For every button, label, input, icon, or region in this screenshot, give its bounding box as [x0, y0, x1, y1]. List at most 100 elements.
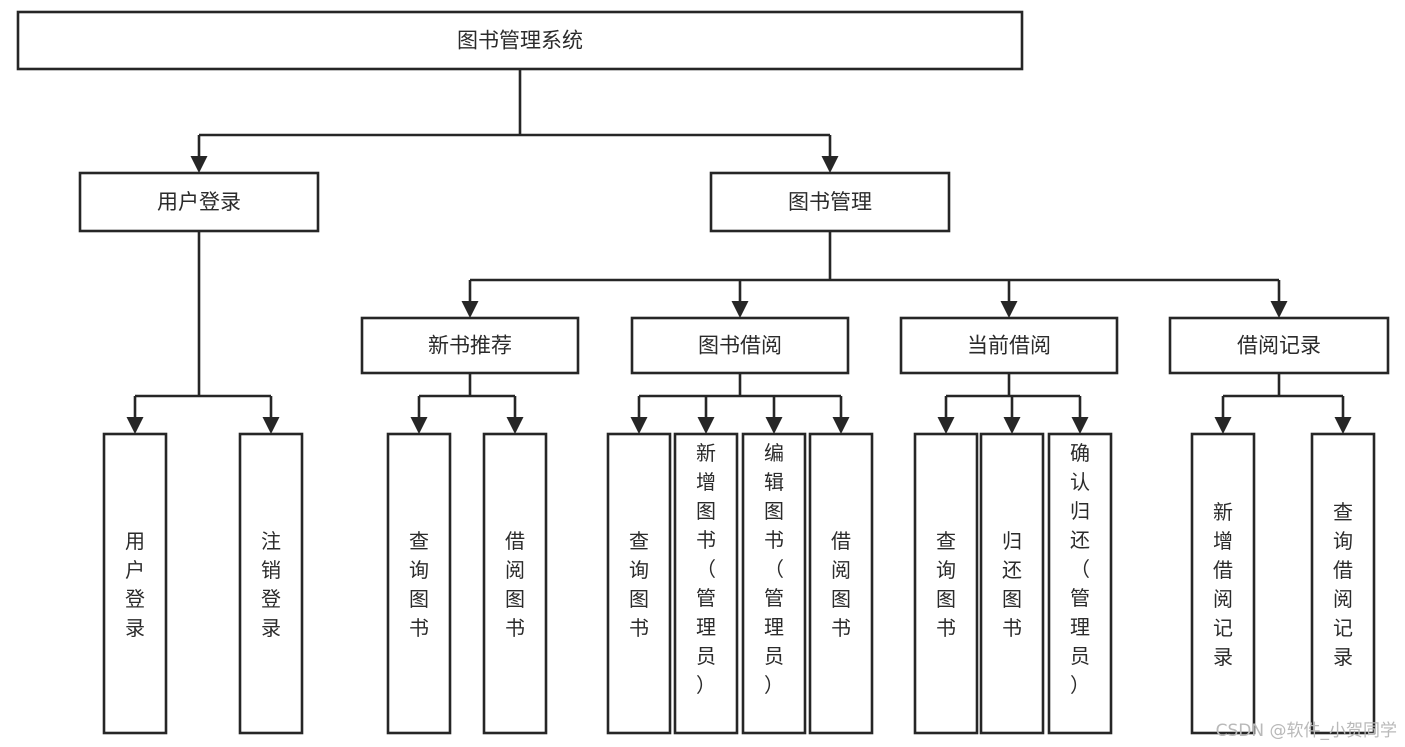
node-book-management-label: 图书管理 [788, 190, 872, 214]
node-leaf-user-logout-label-char: 注 [261, 529, 281, 553]
node-user-login-label: 用户登录 [157, 190, 241, 214]
node-leaf-edit-book-label-char: 辑 [764, 470, 784, 494]
node-user-login-box [78, 171, 320, 233]
node-leaf-add-borrow-record-label-char: 借 [1213, 558, 1233, 582]
node-leaf-query-book-recommend-label-char: 查 [409, 529, 429, 553]
node-book-management-box [709, 171, 951, 233]
node-leaf-edit-book-label-char: 管 [764, 586, 784, 610]
arrow-head-icon [731, 301, 749, 318]
node-leaf-query-borrow-record-label-char: 借 [1333, 558, 1353, 582]
node-leaf-query-book-borrow-label-char: 查 [629, 529, 649, 553]
node-new-book-recommend[interactable]: 新书推荐 [360, 316, 580, 375]
node-leaf-query-borrow-record-label-char: 记 [1333, 616, 1353, 640]
node-leaf-user-login[interactable]: 用户登录 [102, 432, 168, 735]
node-leaf-confirm-return-label-char: ） [1070, 673, 1090, 697]
node-leaf-edit-book-label-char: ） [764, 673, 784, 697]
node-new-book-recommend-box [360, 316, 580, 375]
node-leaf-query-book-recommend-label-char: 书 [409, 616, 429, 640]
node-book-management[interactable]: 图书管理 [709, 171, 951, 233]
node-leaf-confirm-return-label-char: 归 [1070, 499, 1090, 523]
node-leaf-user-login-label-char: 登 [125, 587, 145, 611]
node-root[interactable]: 图书管理系统 [16, 10, 1024, 71]
node-leaf-query-borrow-record-box [1310, 432, 1376, 735]
node-leaf-edit-book-label-char: 图 [764, 499, 784, 523]
node-leaf-borrow-book-label-char: 借 [831, 529, 851, 553]
node-leaf-confirm-return-label-char: 员 [1070, 644, 1090, 668]
node-book-borrow[interactable]: 图书借阅 [630, 316, 850, 375]
node-leaf-add-borrow-record-label-char: 记 [1213, 616, 1233, 640]
csdn-watermark: CSDN @软件_小贺同学 [1215, 721, 1397, 741]
connector-layer [126, 69, 1352, 434]
node-leaf-query-book-borrow-label-char: 询 [629, 558, 649, 582]
node-leaf-borrow-book-label-char: 图 [831, 587, 851, 611]
node-current-borrow[interactable]: 当前借阅 [899, 316, 1119, 375]
node-leaf-add-borrow-record-label-char: 新 [1213, 500, 1233, 524]
user-login-to-leaves-connector [126, 231, 280, 434]
node-leaf-confirm-return-label-char: 理 [1070, 615, 1090, 639]
node-leaf-add-book-label-char: （ [696, 557, 716, 581]
node-leaf-user-logout-label-char: 销 [261, 558, 281, 582]
node-leaf-return-book-label-char: 归 [1002, 529, 1022, 553]
node-leaf-edit-book-label-char: 理 [764, 615, 784, 639]
node-borrow-records[interactable]: 借阅记录 [1168, 316, 1390, 375]
node-new-book-recommend-label: 新书推荐 [428, 334, 512, 358]
new-book-recommend-to-leaves-connector [410, 373, 524, 434]
current-borrow-to-leaves-connector [937, 373, 1089, 434]
node-leaf-add-book-label-char: 管 [696, 586, 716, 610]
arrow-head-icon [262, 417, 280, 434]
node-leaf-add-borrow-record-label-char: 增 [1213, 529, 1233, 553]
node-leaf-query-book-current-label-char: 询 [936, 558, 956, 582]
arrow-head-icon [410, 417, 428, 434]
node-leaf-borrow-book-box [808, 432, 874, 735]
arrow-head-icon [1000, 301, 1018, 318]
node-leaf-borrow-book-recommend-box [482, 432, 548, 735]
node-leaf-user-login-label-char: 用 [125, 529, 145, 553]
node-leaf-query-book-recommend-box [386, 432, 452, 735]
node-leaf-query-book-current-label-char: 图 [936, 587, 956, 611]
node-book-borrow-box [630, 316, 850, 375]
arrow-head-icon [1270, 301, 1288, 318]
node-leaf-user-logout-box [238, 432, 304, 735]
node-leaf-query-book-current-box [913, 432, 979, 735]
node-leaf-query-book-borrow-label-char: 图 [629, 587, 649, 611]
node-leaf-query-book-current-label-char: 书 [936, 616, 956, 640]
node-leaf-add-book-label-char: 员 [696, 644, 716, 668]
node-leaf-add-book-label-char: ） [696, 673, 716, 697]
node-leaf-return-book-label-char: 还 [1002, 558, 1022, 582]
node-leaf-add-book-label-char: 增 [696, 470, 716, 494]
node-leaf-add-book-label-char: 书 [696, 528, 716, 552]
node-leaf-query-book-recommend-label-char: 询 [409, 558, 429, 582]
arrow-head-icon [190, 156, 208, 173]
node-leaf-borrow-book-label-char: 书 [831, 616, 851, 640]
node-borrow-records-label: 借阅记录 [1237, 334, 1321, 358]
node-leaf-return-book-label-char: 图 [1002, 587, 1022, 611]
node-leaf-add-borrow-record-box [1190, 432, 1256, 735]
arrow-head-icon [1003, 417, 1021, 434]
node-user-login[interactable]: 用户登录 [78, 171, 320, 233]
node-leaf-edit-book-label-char: 书 [764, 528, 784, 552]
arrow-head-icon [821, 156, 839, 173]
node-leaf-confirm-return-label-char: （ [1070, 557, 1090, 581]
arrow-head-icon [697, 417, 715, 434]
node-leaf-user-login-box [102, 432, 168, 735]
node-leaf-query-borrow-record-label-char: 阅 [1333, 587, 1353, 611]
node-leaf-add-book-box [673, 432, 739, 735]
arrow-head-icon [832, 417, 850, 434]
arrow-head-icon [630, 417, 648, 434]
node-leaf-edit-book-label-char: 员 [764, 644, 784, 668]
node-leaf-confirm-return-label-char: 管 [1070, 586, 1090, 610]
borrow-records-to-leaves-connector [1214, 373, 1352, 434]
